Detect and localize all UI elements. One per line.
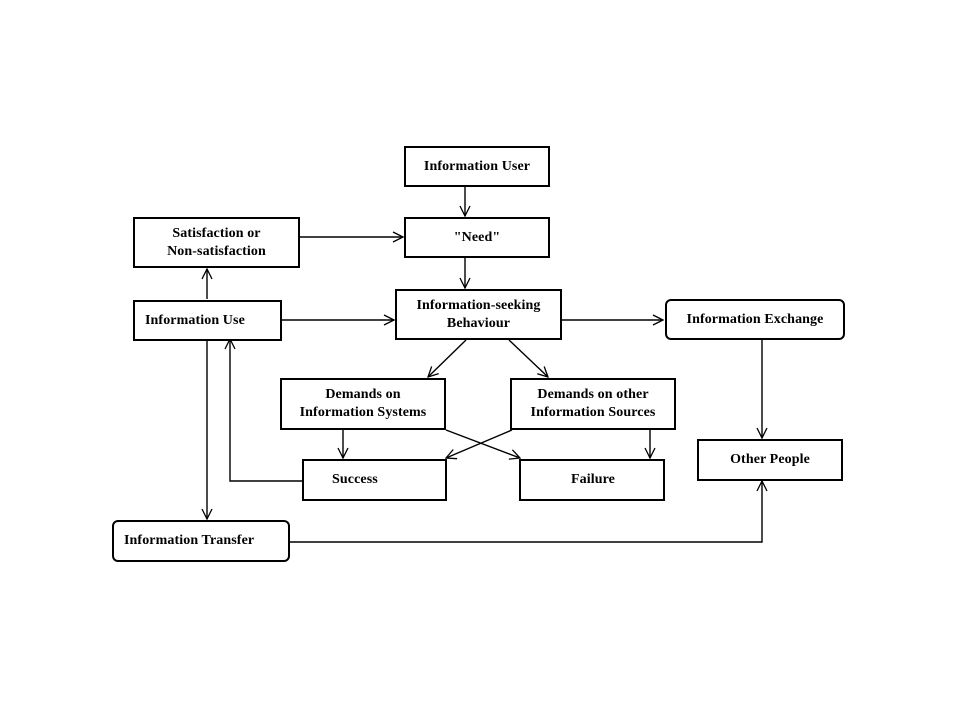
- satisfaction-box: Satisfaction or Non-satisfaction: [133, 217, 300, 268]
- node-label-line: Information Sources: [530, 405, 656, 420]
- information-transfer-box: Information Transfer: [112, 520, 290, 562]
- arrow-sources-to-success: [446, 429, 513, 458]
- information-exchange-box: Information Exchange: [665, 299, 845, 340]
- arrow-success-to-use: [230, 339, 302, 482]
- node-label-line: Information User: [423, 158, 531, 174]
- node-label-line: Demands on: [325, 387, 401, 402]
- node-label-line: Non-satisfaction: [167, 243, 266, 259]
- success-box: Success: [302, 459, 447, 501]
- arrow-seeking-to-demands-systems: [428, 339, 467, 377]
- need-box: "Need": [404, 217, 550, 258]
- node-label-line: Information Systems: [299, 405, 427, 420]
- node-label-line: Demands on other: [537, 387, 649, 402]
- demands-systems-box: Demands on Information Systems: [280, 378, 446, 430]
- node-label-line: Behaviour: [446, 315, 511, 331]
- node-label-line: Information-seeking: [416, 297, 541, 313]
- arrow-transfer-to-other-people: [290, 481, 762, 543]
- node-label-line: Information Use: [145, 312, 245, 328]
- node-label-line: Other People: [730, 452, 810, 467]
- other-people-box: Other People: [697, 439, 843, 481]
- arrow-seeking-to-demands-sources: [508, 339, 548, 377]
- node-label-line: Information Transfer: [124, 533, 255, 548]
- information-user-box: Information User: [404, 146, 550, 187]
- failure-box: Failure: [519, 459, 665, 501]
- information-use-box: Information Use: [133, 300, 282, 341]
- node-label-line: Failure: [571, 472, 615, 487]
- arrow-systems-to-failure: [445, 429, 520, 458]
- node-label-line: Information Exchange: [686, 311, 824, 327]
- node-label-line: Success: [332, 472, 378, 487]
- node-label-line: Satisfaction or: [172, 225, 261, 241]
- node-label-line: "Need": [453, 229, 501, 245]
